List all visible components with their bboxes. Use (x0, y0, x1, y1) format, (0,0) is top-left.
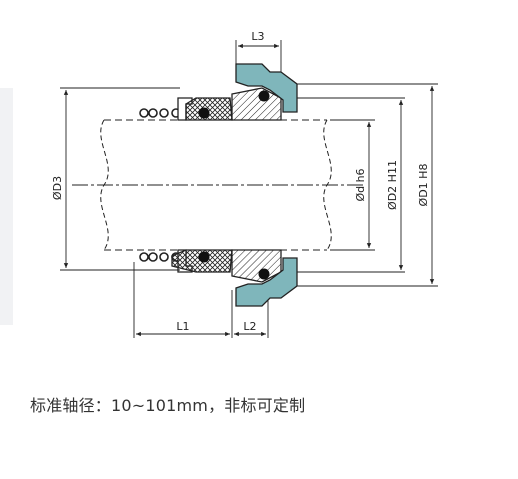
extension-lines (60, 40, 438, 338)
stationary-seat-lower (235, 257, 298, 307)
o-ring-shaft-upper (198, 107, 210, 119)
label-L1: L1 (176, 320, 189, 333)
o-ring-face-upper (258, 90, 270, 102)
label-L3: L3 (251, 30, 264, 43)
label-D3: ØD3 (51, 176, 64, 200)
o-ring-face-lower (258, 268, 270, 280)
label-L2: L2 (243, 320, 256, 333)
rotating-ring-upper (185, 97, 233, 121)
label-d: Ød h6 (354, 168, 367, 201)
stationary-seat-upper (235, 63, 298, 113)
left-edge-strip (0, 88, 13, 325)
o-ring-shaft-lower (198, 251, 210, 263)
shaft-size-caption: 标准轴径：10~101mm，非标可定制 (30, 396, 306, 415)
seal-upper-half (139, 63, 298, 121)
spring-upper (139, 108, 181, 118)
label-D2: ØD2 H11 (386, 160, 399, 210)
seal-lower-half (139, 249, 298, 307)
dimension-lines (63, 43, 435, 337)
label-D1: ØD1 H8 (417, 164, 430, 207)
